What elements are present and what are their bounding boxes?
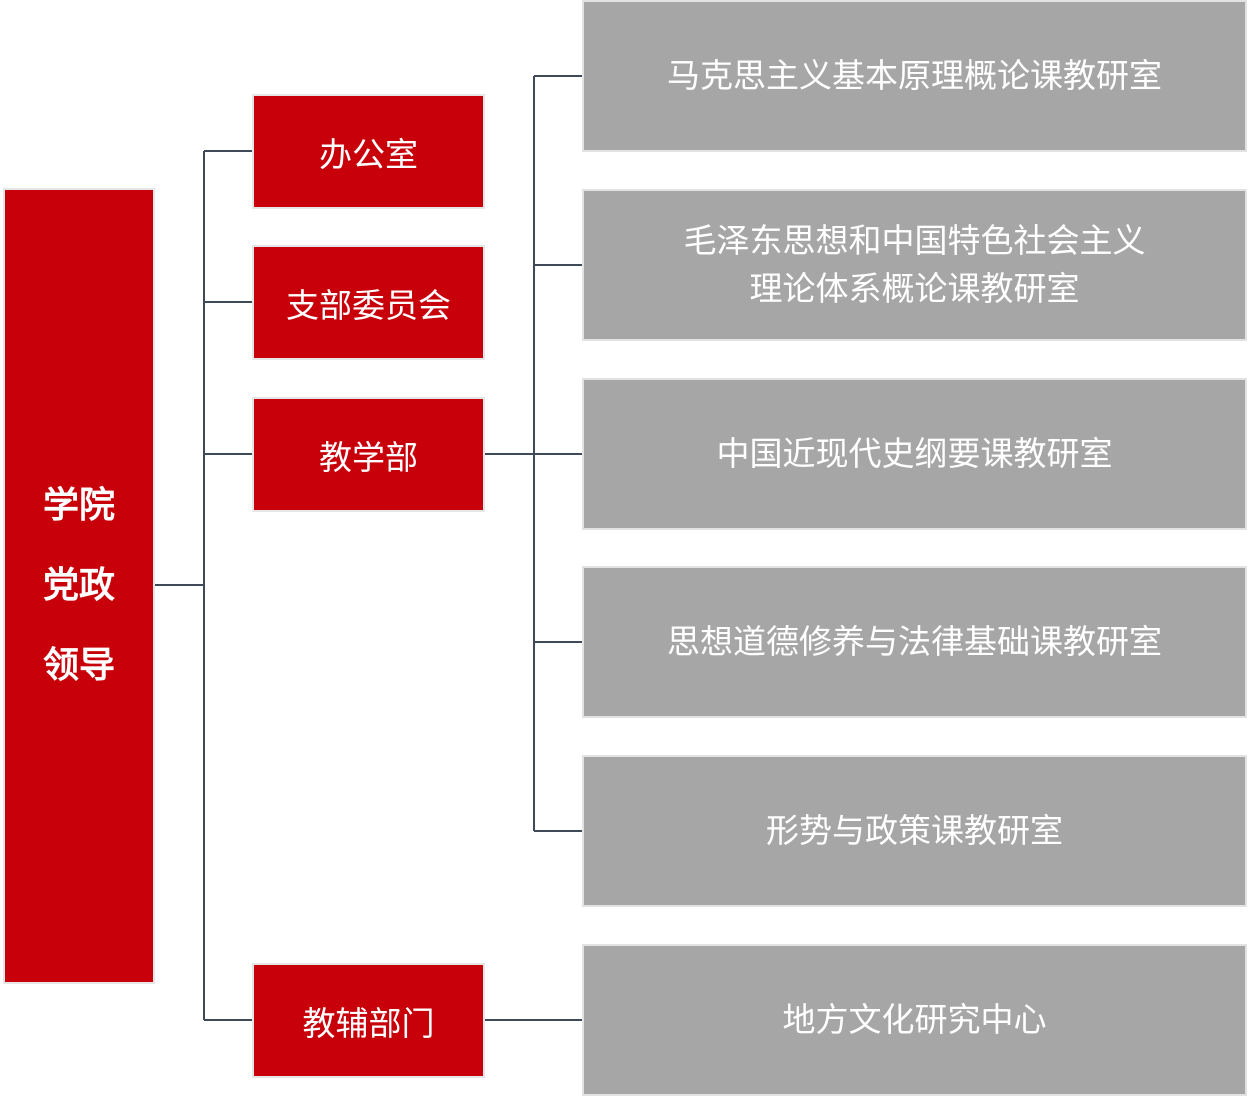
morality-office-label: 思想道德修养与法律基础课教研室 [667, 622, 1162, 661]
support-department-box: 教辅部门 [252, 963, 485, 1078]
mao-theory-office-line-1: 毛泽东思想和中国特色社会主义 [683, 221, 1146, 260]
lead-line-3: 领导 [42, 645, 115, 686]
culture-center-box: 地方文化研究中心 [582, 944, 1247, 1096]
history-office-label: 中国近现代史纲要课教研室 [716, 434, 1113, 473]
office-label: 办公室 [319, 134, 418, 174]
teaching-department-box: 教学部 [252, 397, 485, 512]
policy-office-box: 形势与政策课教研室 [582, 755, 1247, 907]
branch-committee-box: 支部委员会 [252, 245, 485, 360]
mao-theory-office-line-2: 理论体系概论课教研室 [749, 269, 1080, 308]
teaching-department-label: 教学部 [319, 437, 418, 477]
mao-theory-office-box: 毛泽东思想和中国特色社会主义 理论体系概论课教研室 [582, 189, 1247, 341]
history-office-box: 中国近现代史纲要课教研室 [582, 378, 1247, 530]
lead-line-2: 党政 [42, 565, 115, 606]
policy-office-label: 形势与政策课教研室 [766, 811, 1063, 850]
college-leadership-box: 学院 党政 领导 [3, 188, 155, 984]
marxism-office-label: 马克思主义基本原理概论课教研室 [667, 56, 1162, 95]
branch-committee-label: 支部委员会 [286, 285, 451, 325]
morality-office-box: 思想道德修养与法律基础课教研室 [582, 566, 1247, 718]
marxism-office-box: 马克思主义基本原理概论课教研室 [582, 0, 1247, 152]
lead-line-1: 学院 [42, 485, 115, 526]
culture-center-label: 地方文化研究中心 [782, 1000, 1047, 1039]
office-box: 办公室 [252, 94, 485, 209]
support-department-label: 教辅部门 [302, 1003, 435, 1043]
